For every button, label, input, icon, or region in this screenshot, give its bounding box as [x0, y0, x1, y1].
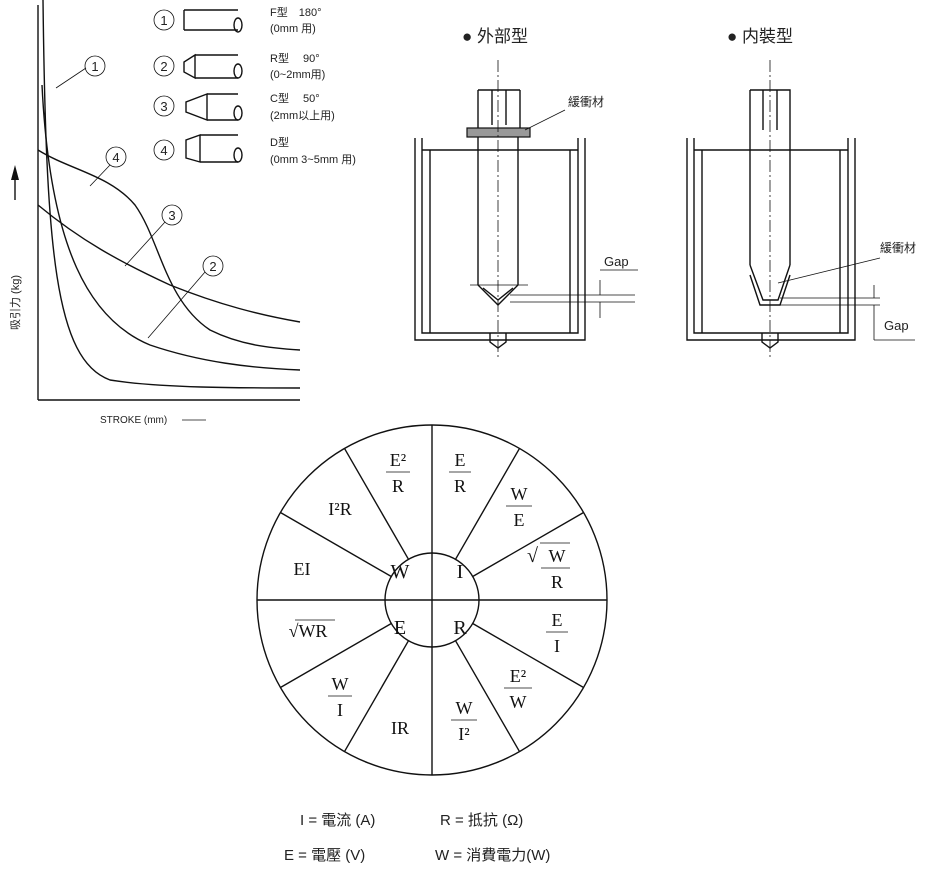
cell-e2-over-w: E² W — [504, 666, 532, 712]
legend-use: (0mm 用) — [270, 23, 316, 35]
cell-e2-over-r: E² R — [386, 450, 410, 496]
legend-use: (2mm以上用) — [270, 109, 335, 122]
legend-type: D型 — [270, 135, 289, 149]
legend-item-r: 2 R型 90° (0~2mm用) — [153, 51, 325, 81]
curve-1 — [42, 0, 301, 389]
legend-use: (0mm 3~5mm 用) — [270, 154, 356, 166]
cell-ei: EI — [294, 559, 311, 579]
cell-sqrt-wr: √WR — [289, 621, 328, 641]
cell-w-over-i: W I — [328, 674, 352, 720]
curve-label-4: 4 — [89, 146, 127, 187]
cushion-label: 緩衝材 — [880, 241, 916, 255]
denominator: R — [454, 476, 466, 496]
cushion-label: 緩衝材 — [568, 95, 604, 109]
wheel-spoke — [280, 511, 392, 578]
legend-use: (0~2mm用) — [270, 69, 325, 81]
legend-number: 2 — [160, 59, 167, 74]
inner-i: I — [457, 561, 464, 583]
numerator: E — [552, 610, 563, 630]
plunger-d-icon — [185, 134, 238, 163]
denominator: I — [337, 700, 343, 720]
curve-3 — [37, 204, 301, 323]
legend-item-f: 1 F型 180° (0mm 用) — [153, 5, 321, 35]
denominator: I — [554, 636, 560, 656]
wheel-spoke — [472, 622, 584, 689]
plunger-f-icon — [183, 9, 238, 31]
denominator: R — [551, 572, 563, 592]
wheel-spoke — [454, 640, 521, 752]
cell-e-over-i: E I — [546, 610, 568, 656]
curve-number: 1 — [91, 59, 98, 74]
numerator: W — [511, 484, 528, 504]
unit-legend: I = 電流 (A) R = 抵抗 (Ω) E = 電壓 (V) W = 消費電… — [284, 812, 550, 864]
denominator: R — [392, 476, 404, 496]
numerator: E² — [390, 450, 406, 470]
cell-ir: IR — [391, 718, 409, 738]
legend-number: 3 — [160, 99, 167, 114]
numerator: E² — [510, 666, 526, 686]
legend-resistance: R = 抵抗 (Ω) — [440, 812, 523, 829]
curve-number: 2 — [209, 259, 216, 274]
external-title: ● 外部型 — [462, 27, 528, 46]
numerator: E — [455, 450, 466, 470]
arrow-up-icon — [11, 165, 19, 200]
ohms-law-wheel: W I E R E² R E R W E √ W R E — [256, 424, 608, 776]
internal-type-diagram: ● 内裝型 緩衝材 Gap — [686, 27, 916, 360]
sqrt-sign: √ — [527, 545, 538, 567]
denominator: I² — [458, 724, 469, 744]
cell-sqrt-w-over-r: √ W R — [527, 542, 570, 592]
internal-title: ● 内裝型 — [727, 27, 793, 46]
stroke-force-graph: 1 4 3 2 吸引力 (kg) STROKE (mm) — [8, 0, 301, 426]
curve-number: 4 — [112, 150, 119, 165]
legend-voltage: E = 電壓 (V) — [284, 847, 365, 864]
legend-item-c: 3 C型 50° (2mm以上用) — [153, 91, 335, 122]
plunger-c-icon — [185, 92, 238, 122]
gap-label: Gap — [604, 254, 629, 269]
curve-number: 3 — [168, 208, 175, 223]
curve-label-3: 3 — [124, 204, 183, 267]
curve-4 — [37, 149, 301, 351]
denominator: E — [514, 510, 525, 530]
legend-type: C型 50° — [270, 91, 320, 105]
cushion-material — [466, 127, 531, 138]
denominator: W — [510, 692, 527, 712]
cell-e-over-r: E R — [449, 450, 471, 496]
legend-current: I = 電流 (A) — [300, 812, 375, 829]
curve-label-2: 2 — [147, 255, 224, 339]
wheel-spoke — [472, 511, 584, 578]
legend-type: R型 90° — [270, 51, 320, 65]
legend-type: F型 180° — [270, 5, 321, 19]
inner-w: W — [391, 561, 410, 583]
numerator: W — [332, 674, 349, 694]
curve-2 — [41, 84, 301, 371]
plunger-r-icon — [183, 53, 238, 80]
external-type-diagram: ● 外部型 緩衝材 Gap — [414, 27, 638, 360]
x-axis-label: STROKE (mm) — [100, 415, 167, 426]
legend-item-d: 4 D型 (0mm 3~5mm 用) — [153, 134, 356, 166]
plunger-type-legend: 1 F型 180° (0mm 用) 2 R型 90° (0~2mm用) 3 C型… — [153, 5, 356, 166]
wheel-spoke — [343, 640, 410, 752]
cell-i2r: I²R — [328, 499, 351, 519]
wheel-spoke — [454, 448, 521, 560]
wheel-spoke — [343, 448, 410, 560]
curve-label-1: 1 — [55, 55, 106, 89]
inner-r: R — [453, 617, 467, 639]
cell-w-over-i2: W I² — [451, 698, 477, 744]
legend-power: W = 消費電力(W) — [435, 847, 550, 864]
legend-number: 1 — [160, 13, 167, 28]
numerator: W — [549, 546, 566, 566]
wheel-spoke — [280, 622, 392, 689]
legend-number: 4 — [160, 143, 167, 158]
inner-e: E — [394, 617, 406, 639]
y-axis-label: 吸引力 (kg) — [8, 275, 22, 330]
gap-label: Gap — [884, 318, 909, 333]
numerator: W — [456, 698, 473, 718]
cell-w-over-e: W E — [506, 484, 532, 530]
